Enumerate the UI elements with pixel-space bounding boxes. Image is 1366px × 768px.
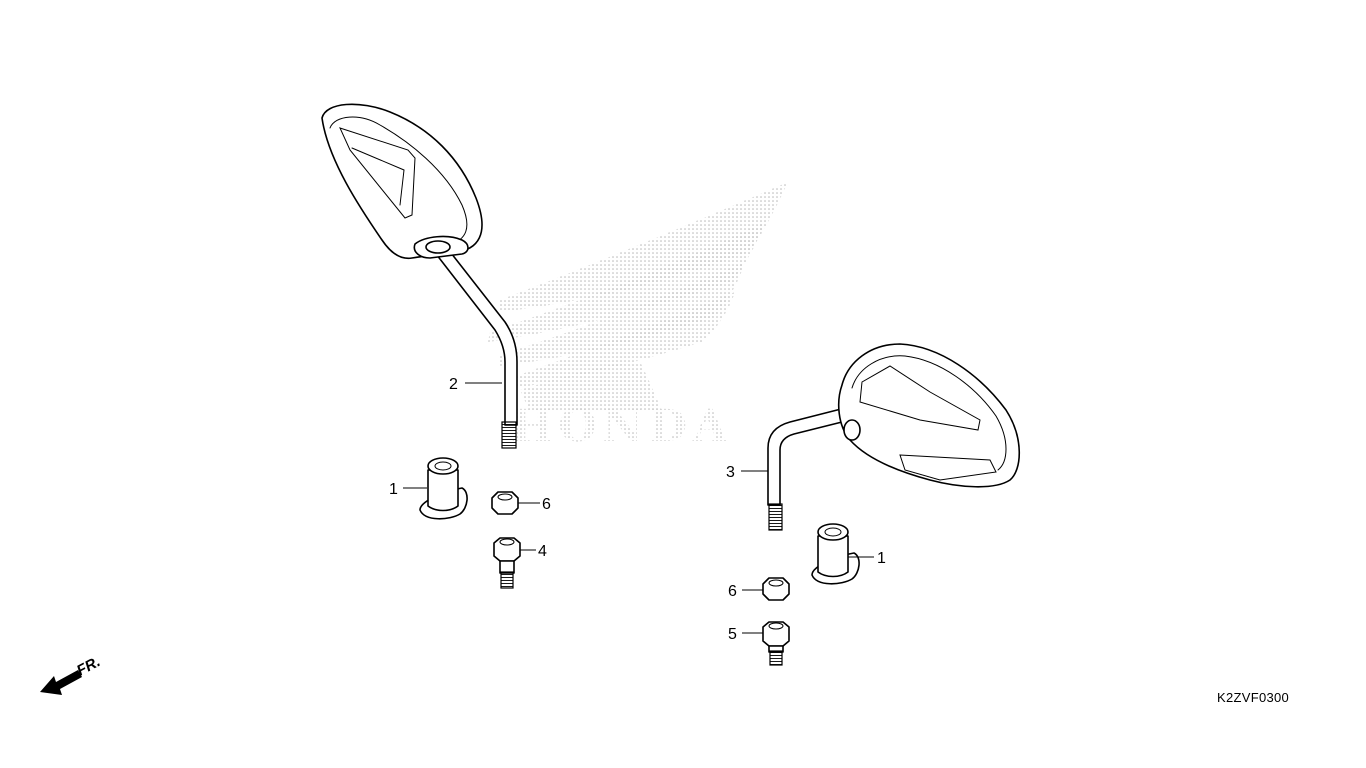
- left-mirror-stay: [432, 243, 518, 426]
- left-nut-body: [491, 491, 519, 515]
- callout-labels: 2 1 6 4 3 1 6 5: [389, 376, 886, 643]
- leader-lines: [403, 382, 874, 634]
- right-mirror-pivot: [843, 419, 861, 441]
- right-bolt-head: [762, 621, 790, 647]
- drawing-code: K2ZVF0300: [1217, 690, 1290, 705]
- left-mirror-pivot: [425, 240, 451, 254]
- left-nut-hole: [497, 493, 513, 501]
- right-boot-body: [817, 535, 849, 578]
- left-adapter-bolt: [493, 537, 521, 589]
- left-mirror-ridge-shadow: [351, 147, 405, 206]
- right-boot-hole: [824, 527, 842, 537]
- left-bolt-head: [493, 537, 521, 562]
- right-nut-body: [762, 577, 790, 601]
- front-direction-indicator: FR.: [40, 653, 103, 695]
- right-adapter-bolt: [762, 621, 790, 666]
- wing-feather-4: [505, 292, 735, 390]
- callout-1-right: 1: [877, 550, 886, 567]
- callout-6-left: 6: [542, 496, 551, 513]
- left-mirror-inner-face: [329, 116, 468, 245]
- right-mirror-ridge: [859, 365, 981, 431]
- left-nut: [491, 491, 519, 515]
- left-bolt-head-top: [499, 538, 515, 546]
- right-mirror-housing: [837, 343, 1020, 488]
- right-mirror-assembly: [767, 343, 1020, 531]
- right-nut-hole: [768, 579, 784, 587]
- callout-4: 4: [538, 543, 547, 560]
- honda-wing-logo-watermark: HONDA: [488, 182, 788, 452]
- right-stay-thread: [768, 503, 783, 531]
- callout-2: 2: [449, 376, 458, 393]
- left-boot-hole: [434, 461, 452, 471]
- wing-feather-3: [498, 262, 745, 366]
- wing-feather-1: [500, 182, 788, 312]
- left-boot-body: [427, 469, 459, 512]
- front-arrow-icon: [40, 670, 82, 695]
- left-bolt-neck: [499, 560, 515, 574]
- left-mirror-ridge: [339, 127, 416, 219]
- left-mirror-housing: [321, 103, 483, 260]
- left-mirror-assembly: [321, 103, 518, 449]
- right-nut: [762, 577, 790, 601]
- callout-3: 3: [726, 464, 735, 481]
- right-rubber-boot: [811, 523, 860, 585]
- wing-base: [520, 361, 662, 412]
- right-mirror-stay: [767, 407, 851, 506]
- right-mirror-inner-face: [851, 355, 1007, 471]
- right-boot-top: [817, 523, 849, 541]
- left-boot-top: [427, 457, 459, 475]
- honda-brand-watermark: HONDA: [511, 401, 733, 452]
- wing-feather-2: [488, 222, 765, 342]
- right-bolt-head-top: [768, 622, 784, 630]
- right-bolt-thread: [769, 650, 783, 666]
- callout-1-left: 1: [389, 481, 398, 498]
- left-stay-thread: [501, 421, 517, 449]
- callout-6-right: 6: [728, 583, 737, 600]
- left-bolt-thread: [500, 571, 514, 589]
- left-rubber-boot: [419, 457, 468, 520]
- right-mirror-lower-panel: [899, 454, 997, 481]
- callout-5: 5: [728, 626, 737, 643]
